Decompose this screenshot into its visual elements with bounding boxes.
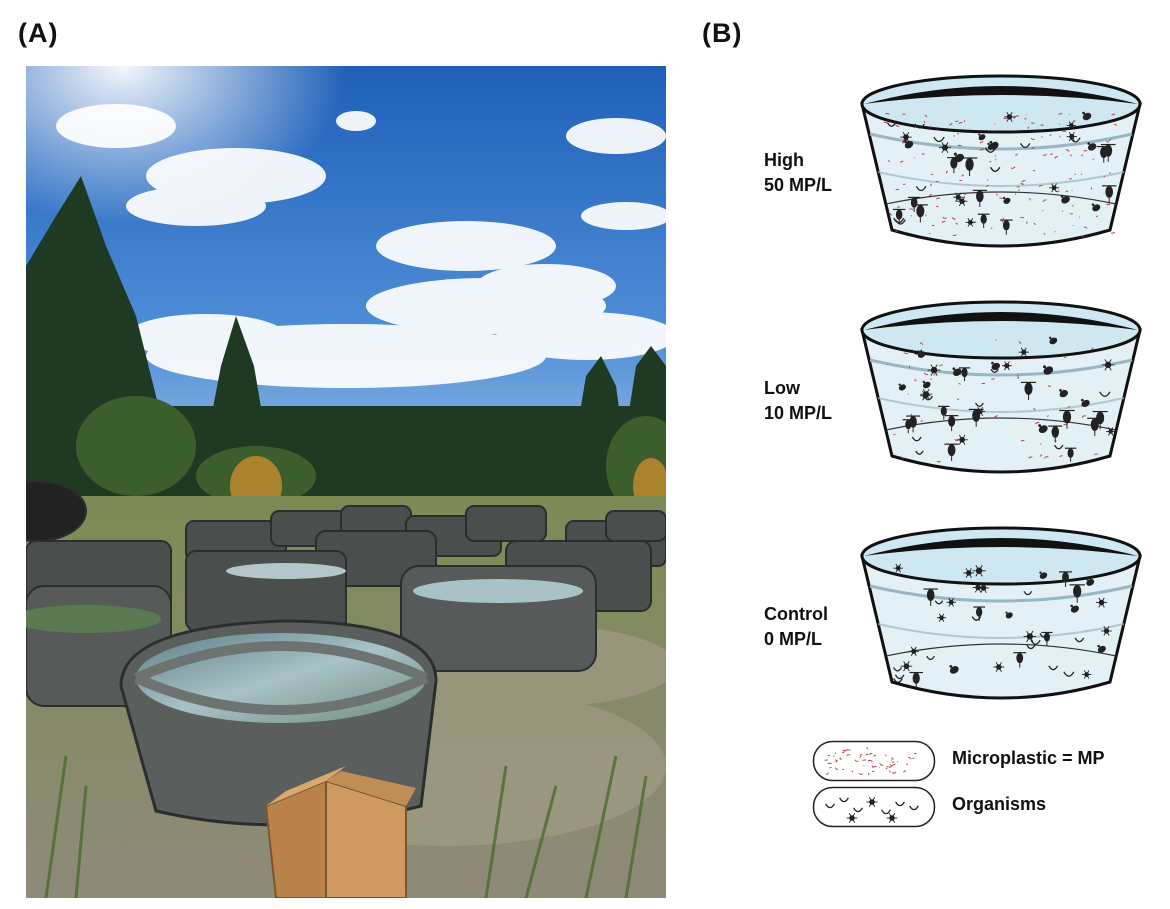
- treatment-level: Low: [764, 378, 800, 398]
- treatment-low-label: Low 10 MP/L: [764, 376, 832, 426]
- microplastic-legend-icon: [812, 740, 936, 782]
- treatment-control-label: Control 0 MP/L: [764, 602, 828, 652]
- treatment-high-label: High 50 MP/L: [764, 148, 832, 198]
- cardboard-box: [264, 766, 416, 898]
- treatment-concentration: 10 MP/L: [764, 403, 833, 423]
- treatment-level: Control: [764, 604, 828, 624]
- treatment-concentration: 0 MP/L: [764, 629, 823, 649]
- organisms-legend-icon: [812, 786, 936, 828]
- mesocosm-photo: [26, 66, 666, 898]
- tank-low: [860, 300, 1142, 474]
- panel-a-label: (A): [18, 18, 59, 48]
- clouds: [56, 104, 666, 388]
- tank-high: [860, 74, 1142, 248]
- treatment-level: High: [764, 150, 804, 170]
- panel-b-label: (B): [702, 18, 743, 48]
- treatment-concentration: 50 MP/L: [764, 175, 833, 195]
- organisms-legend-label: Organisms: [952, 794, 1047, 814]
- front-tank: [119, 619, 438, 827]
- microplastic-legend-label: Microplastic = MP: [952, 748, 1105, 768]
- tank-control: [860, 526, 1142, 700]
